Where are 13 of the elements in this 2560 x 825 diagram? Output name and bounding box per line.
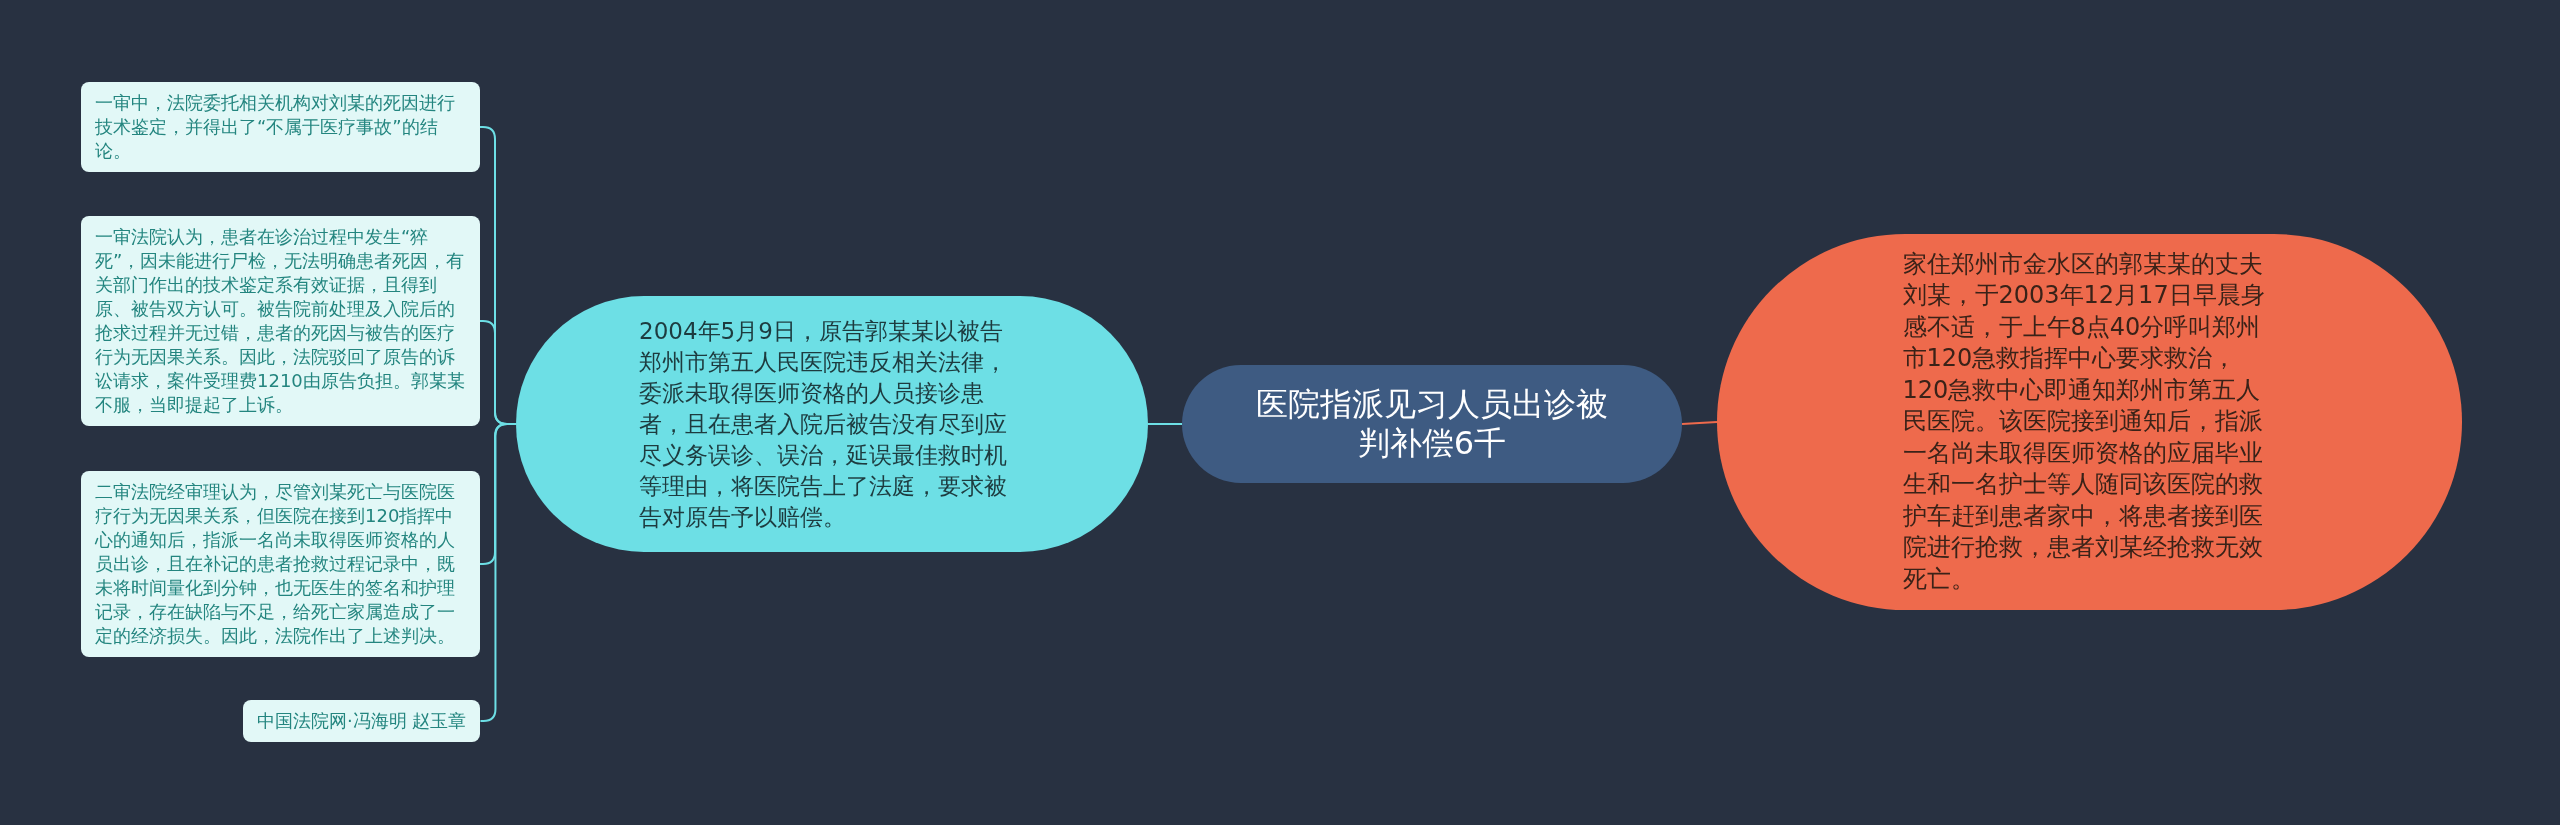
topic-text: 家住郑州市金水区的郭某某的丈夫刘某，于2003年12月17日早晨身感不适，于上午8点40分呼叫郑州市120急救指挥中心要求救治，120急救中心即通知郑州市第五人民医院。该医院接到通知后，指派一名尚未取得医师资格的应届毕业生和一名护士等人随同该医院的救护车赶到患者家中，将患者接到医院进行抢救，患者刘某经抢救无效死亡。 xyxy=(1902,248,2266,595)
note-card xyxy=(243,700,481,742)
note-card xyxy=(81,471,480,657)
connector-line xyxy=(479,423,517,722)
topic-text: 2004年5月9日，原告郭某某以被告郑州市第五人民医院违反相关法律，委派未取得医师资格的人员接诊患者，且在患者入院后被告没有尽到应尽义务误诊、误治，延误最佳救时机等理由，将医院告上了法庭，要求被告对原告予以赔偿。 xyxy=(639,316,1008,532)
note-text: 二审法院经审理认为，尽管刘某死亡与医院医疗行为无因果关系，但医院在接到120指挥中心的通知后，指派一名尚未取得医师资格的人员出诊，且在补记的患者抢救过程记录中，既未将时间量化到分钟，也无医生的签名和护理记录，存在缺陷与不足，给死亡家属造成了一定的经济损失。因此，法院作出了上述判决。 xyxy=(95,480,456,648)
note-text: 一审法院认为，患者在诊治过程中发生“猝死”，因未能进行尸检，无法明确患者死因，有关部门作出的技术鉴定系有效证据，且得到原、被告双方认可。被告院前处理及入院后的抢求过程并无过错，患者的死因与被告的医疗行为无因果关系。因此，法院驳回了原告的诉讼请求，案件受理费1210由原告负担。郭某某不服，当即提起了上诉。 xyxy=(95,225,466,417)
connector-line xyxy=(1147,423,1183,425)
topic-title: 医院指派见习人员出诊被判补偿6千 xyxy=(1255,385,1609,463)
connector-line xyxy=(1681,421,1718,425)
note-text: 中国法院网·冯海明 赵玉章 xyxy=(257,709,467,733)
note-text: 一审中，法院委托相关机构对刘某的死因进行技术鉴定，并得出了“不属于医疗事故”的结论。 xyxy=(95,91,456,163)
note-card xyxy=(81,82,480,172)
